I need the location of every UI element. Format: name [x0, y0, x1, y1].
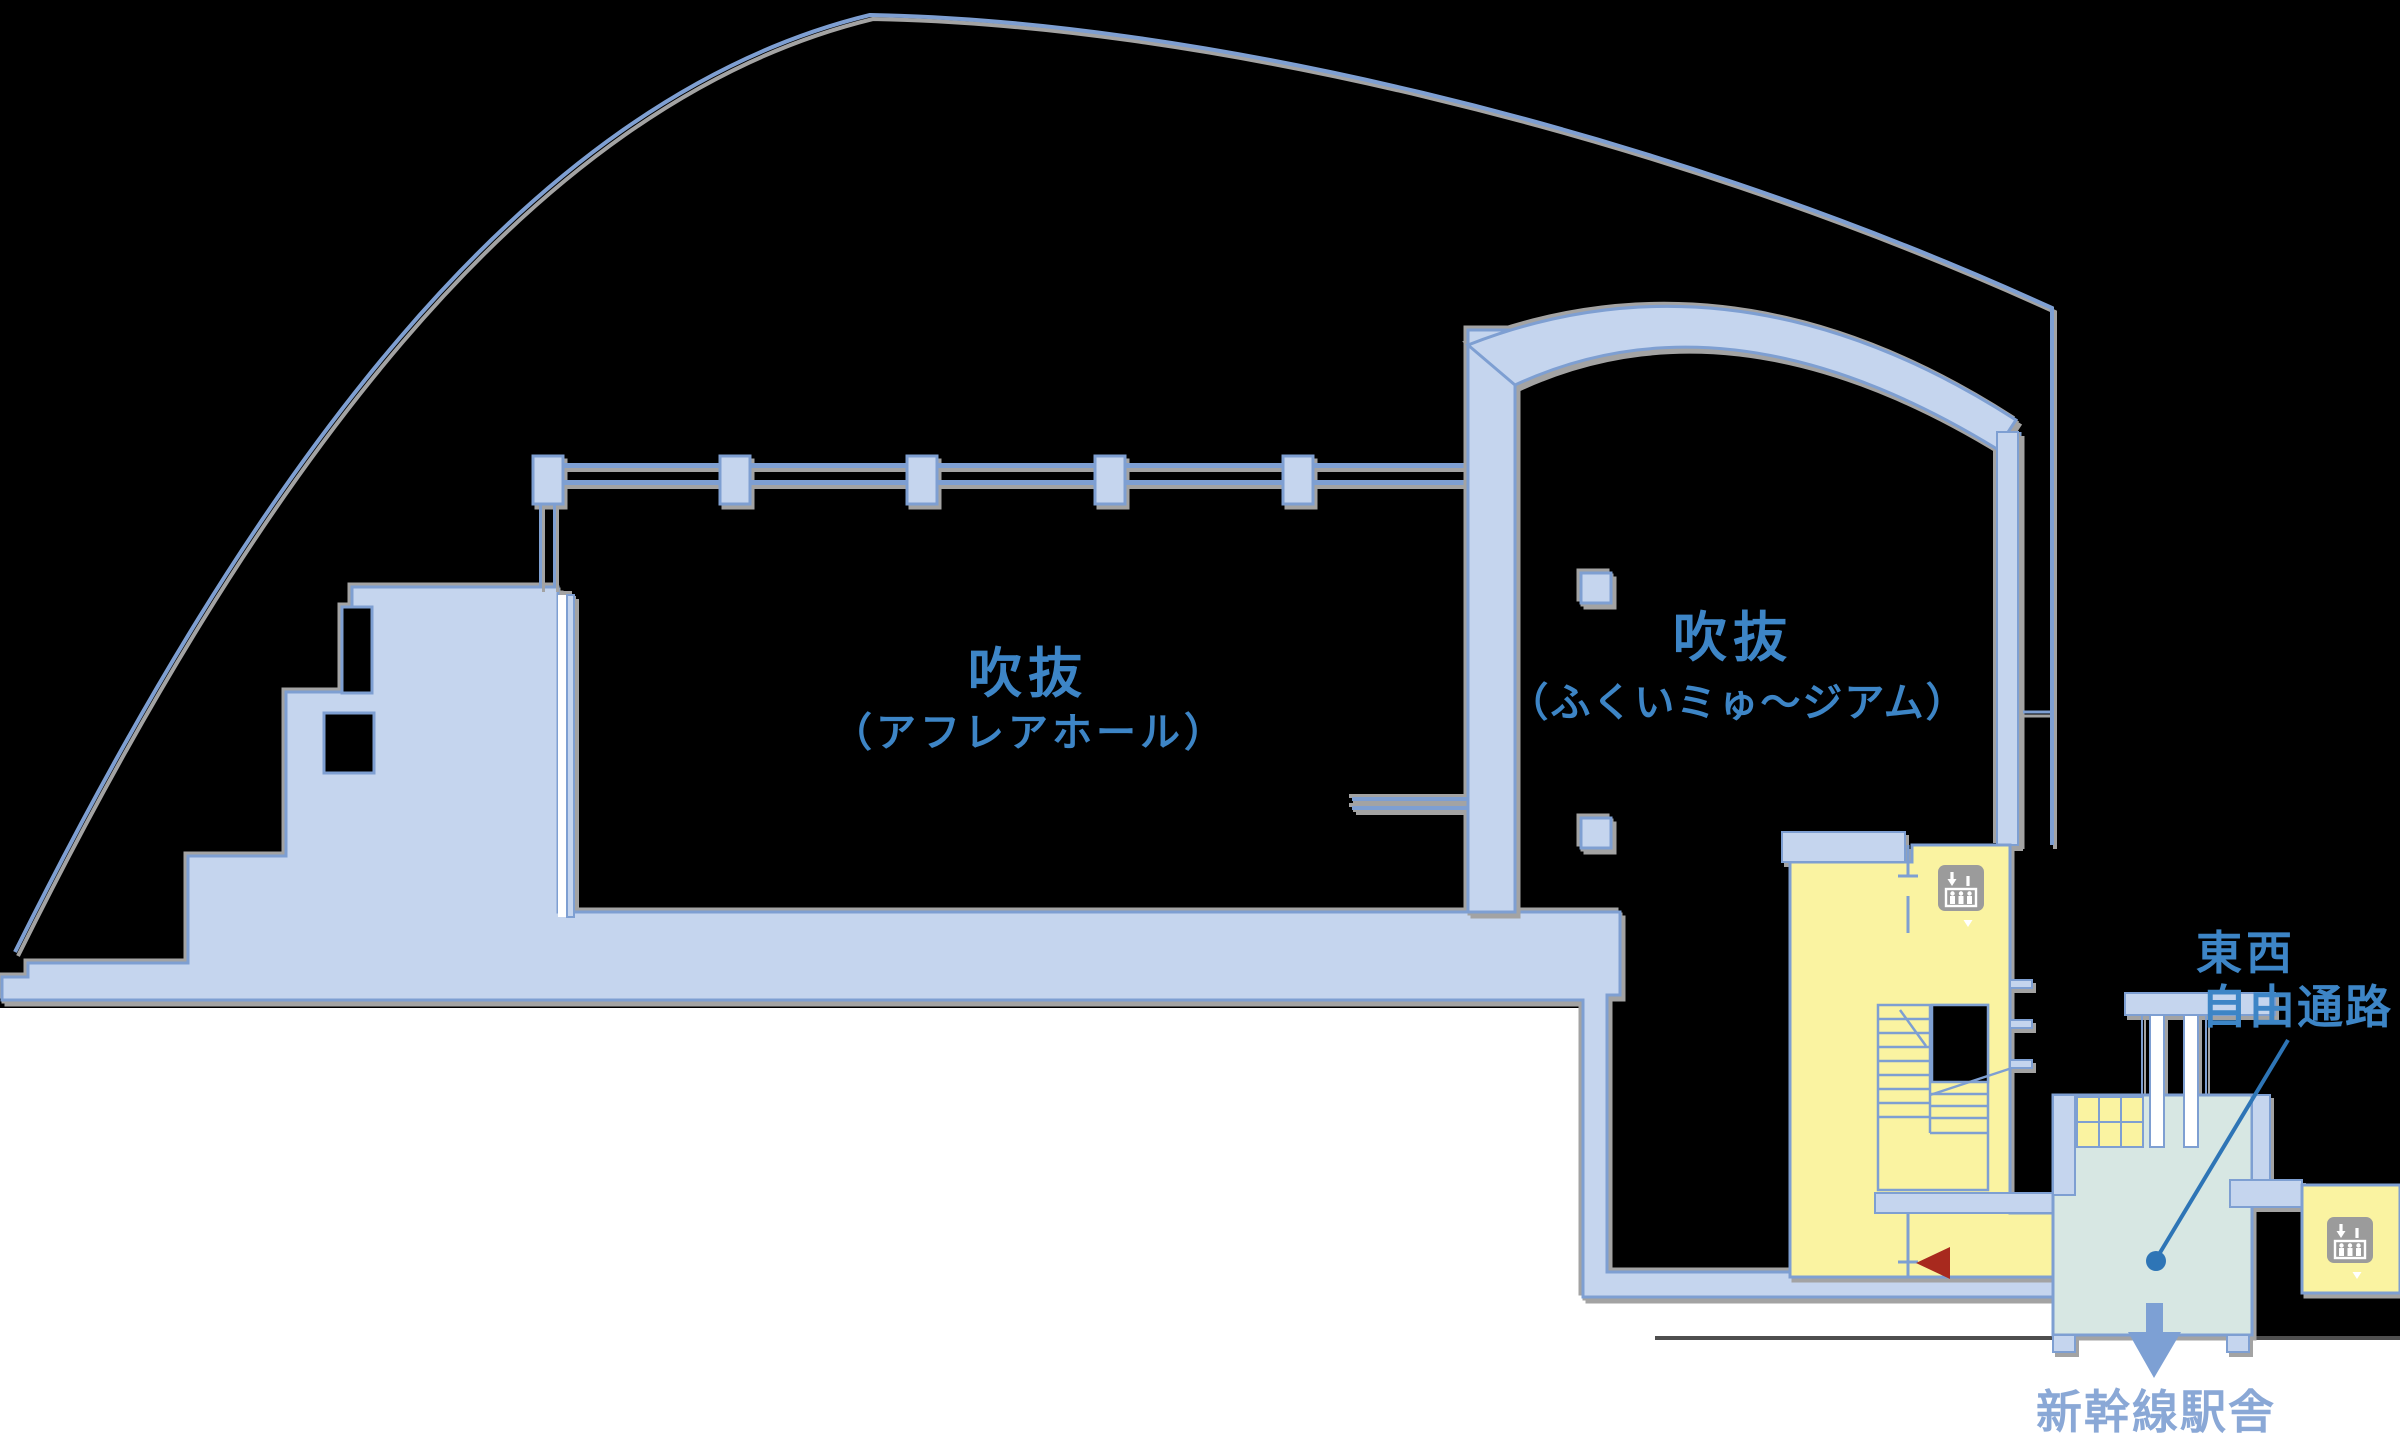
shinkansen-station-label: 新幹線駅舎: [2036, 1385, 2276, 1437]
museum-left-wall: [1466, 328, 1517, 914]
inner-wall-line: [566, 594, 575, 918]
wall-gap: [558, 595, 567, 917]
wall-notch: [340, 605, 374, 695]
colonnade-pillar: [718, 454, 752, 506]
colonnade-pillar: [1281, 454, 1315, 506]
hall-void-label-line1: 吹抜: [968, 642, 1088, 705]
colonnade: [531, 454, 1470, 588]
colonnade-rail-bottom: [548, 480, 1470, 485]
museum-void-label-line1: 吹抜: [1673, 606, 1793, 669]
museum-right-wall: [1996, 431, 2019, 846]
museum-pillar: [1579, 816, 1613, 850]
ground-line: [1655, 1336, 2400, 1340]
colonnade-rail-top: [548, 463, 1470, 468]
stair-handrail-line: [1929, 1066, 2013, 1097]
hall-structure: [0, 585, 2057, 1299]
corridor-wall-band: [1874, 1192, 2054, 1214]
hall-museum-rail: [1352, 797, 1468, 810]
window-opening: [322, 711, 376, 775]
staircase: [1876, 1003, 2013, 1192]
passage-area: [2051, 992, 2400, 1353]
elevator-room-wall: [1898, 845, 1918, 933]
stair-direction-line: [1898, 1009, 1928, 1047]
hall-void-label-line2: （アフレアホール）: [832, 710, 1228, 756]
colonnade-pillar: [905, 454, 939, 506]
escalator: [2149, 1014, 2165, 1148]
corridor-door-wall: [1898, 1213, 1918, 1277]
passage-link-band: [2229, 1179, 2303, 1208]
museum-arch-band: [1465, 304, 2019, 452]
dome-arc-outline: [13, 12, 2054, 953]
museum-pillar: [1579, 571, 1613, 605]
east-west-passage-label-line2: 自由通路: [2201, 980, 2393, 1034]
pointer-line: [2156, 1038, 2290, 1258]
colonnade-pillar: [531, 454, 565, 506]
east-west-passage-label-line1: 東西: [2196, 926, 2296, 980]
museum-void-label-line2: （ふくいミゅ～ジアム）: [1508, 680, 1967, 726]
mini-staircase: [2076, 1096, 2144, 1148]
escalator: [2183, 1014, 2199, 1148]
pointer-dot: [2146, 1251, 2166, 1271]
station-exit-arrow-icon: [2128, 1303, 2181, 1378]
floor-white-areas: [0, 1008, 2400, 1437]
north-corridor-cap: [2124, 992, 2276, 1016]
museum-structure: [1352, 304, 2019, 914]
red-direction-arrow-icon: [1916, 1247, 1950, 1279]
stairwell-area: [1781, 831, 2055, 1279]
colonnade-pillar: [1093, 454, 1127, 506]
passage-pointer: [2146, 1038, 2290, 1271]
stairwell-top-wall: [1781, 831, 1906, 863]
